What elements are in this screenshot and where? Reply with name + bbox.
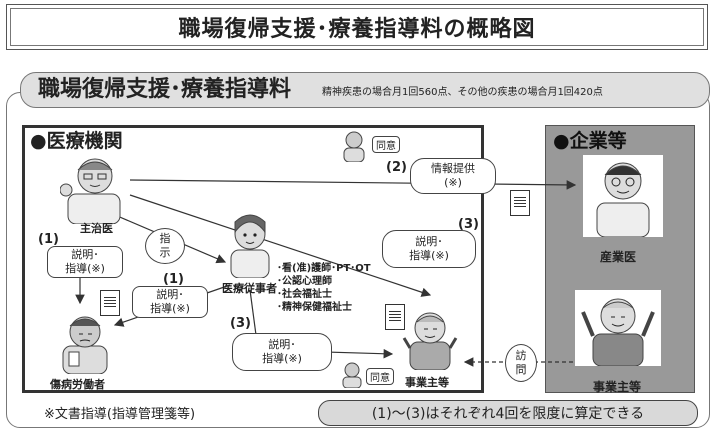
consent-bottom-label: 同意 <box>366 368 394 385</box>
step3a-line2: 指導(※) <box>409 249 449 262</box>
staff-role-3: ･社会福祉士 <box>277 289 332 300</box>
step1a-line2: 指導(※) <box>65 262 105 275</box>
banner <box>20 72 710 108</box>
step1b-number: (1) <box>163 272 184 287</box>
occupational-doctor-icon <box>583 155 663 237</box>
step1b-line1: 説明･ <box>156 288 184 301</box>
page-title: 職場復帰支援･療養指導料の概略図 <box>10 8 704 46</box>
step3b-number: (3) <box>230 316 251 331</box>
consent-person-icon <box>343 131 365 162</box>
step3b-bubble: 説明･ 指導(※) <box>232 333 332 371</box>
arrow-doctor-to-employer <box>129 194 432 297</box>
step3a-line1: 説明･ <box>415 235 443 248</box>
limit-note: (1)～(3)はそれぞれ4回を限度に算定できる <box>318 400 698 426</box>
step3a-number: (3) <box>458 217 479 232</box>
step1a-box: 説明･ 指導(※) <box>47 246 123 278</box>
employer-company-label: 事業主等 <box>593 380 642 394</box>
medical-heading: ●医療機関 <box>30 130 123 152</box>
step3b-line1: 説明･ <box>268 338 296 351</box>
step1b-box: 説明･ 指導(※) <box>132 286 208 318</box>
step1a-number: (1) <box>38 232 59 247</box>
document-icon <box>100 290 120 316</box>
employer-icon <box>402 312 458 370</box>
instruction-char2: 示 <box>159 246 171 259</box>
company-heading: ●企業等 <box>553 130 627 152</box>
step2-line2: (※) <box>444 176 462 189</box>
staff-roles: ･看(准)護師･PT･OT ･公認心理師 ･社会福祉士 ･精神保健福祉士 <box>277 262 371 314</box>
visit-char2: 問 <box>515 363 527 376</box>
doctor-label: 主治医 <box>80 222 113 235</box>
consent-person-icon <box>342 362 362 388</box>
document-icon <box>510 190 530 216</box>
step2-bubble: 情報提供 (※) <box>410 158 496 194</box>
occ-doctor-label: 産業医 <box>600 250 637 264</box>
staff-role-4: ･精神保健福祉士 <box>277 302 352 313</box>
arrow-info-provision <box>129 179 577 190</box>
employer-medical-label: 事業主等 <box>405 376 449 389</box>
step2-number: (2) <box>386 160 407 175</box>
step3a-bubble: 説明･ 指導(※) <box>382 230 476 268</box>
visit-char1: 訪 <box>515 349 527 362</box>
footnote: ※文書指導(指導管理箋等) <box>44 407 196 422</box>
step2-line1: 情報提供 <box>431 162 475 175</box>
patient-icon <box>62 316 108 374</box>
banner-title: 職場復帰支援･療養指導料 <box>38 77 292 102</box>
employer-company-icon <box>575 290 661 366</box>
document-icon <box>385 304 405 330</box>
step1b-line2: 指導(※) <box>150 302 190 315</box>
patient-label: 傷病労働者 <box>50 378 105 391</box>
consent-top-label: 同意 <box>372 136 400 153</box>
staff-role-1: ･看(准)護師･PT･OT <box>277 263 371 274</box>
banner-points: 精神疾患の場合月1回560点、その他の疾患の場合月1回420点 <box>322 87 603 98</box>
step3b-line2: 指導(※) <box>262 352 302 365</box>
instruction-bubble: 指 示 <box>145 228 185 264</box>
instruction-char1: 指 <box>159 232 171 245</box>
staff-label: 医療従事者 <box>222 282 277 295</box>
visit-bubble: 訪 問 <box>505 344 537 382</box>
nurse-icon <box>230 214 270 278</box>
doctor-icon <box>60 158 121 224</box>
staff-role-2: ･公認心理師 <box>277 276 332 287</box>
title-frame: 職場復帰支援･療養指導料の概略図 <box>6 4 708 50</box>
step1a-line1: 説明･ <box>71 248 99 261</box>
